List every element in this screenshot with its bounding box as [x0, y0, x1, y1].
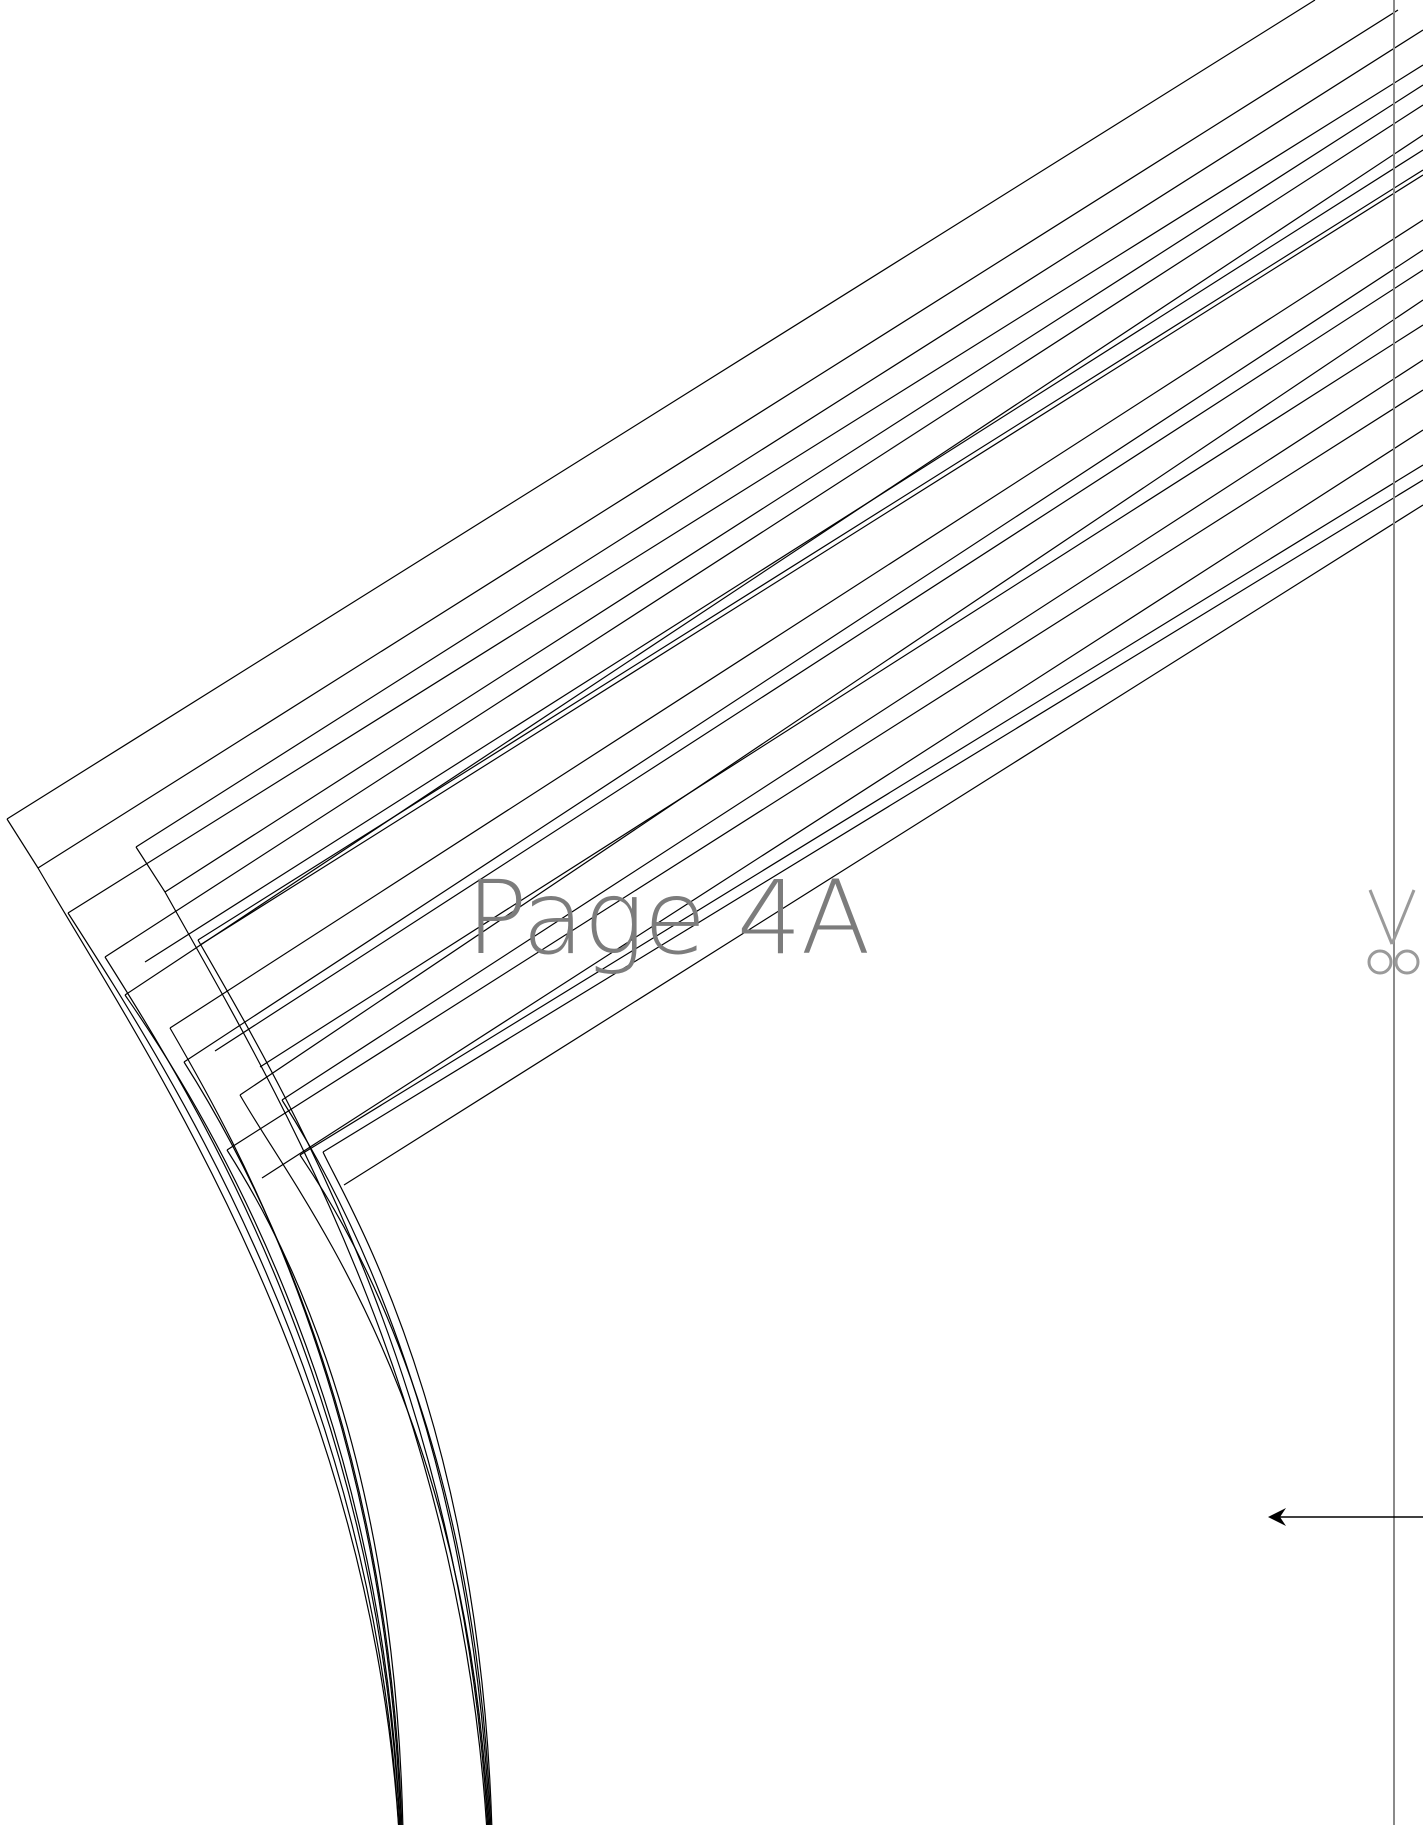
size-line-3	[67, 64, 1423, 914]
size-line-20	[322, 479, 1423, 1153]
underarm-curve-3	[104, 956, 401, 1825]
underarm-curve-11	[281, 1099, 491, 1825]
underarm-curve-4	[124, 994, 401, 1825]
underarm-curve-13	[322, 1151, 493, 1825]
size-line-15	[259, 324, 1423, 1068]
size-line-9	[197, 169, 1423, 941]
size-line-12	[183, 249, 1423, 1063]
underarm-curve-1	[37, 867, 400, 1825]
arrow-left-icon	[1268, 1508, 1423, 1526]
size-line-2	[37, 9, 1399, 869]
size-lines	[6, 0, 1423, 1825]
size-line-5	[124, 134, 1423, 996]
inner-edge-left	[135, 846, 166, 893]
size-line-8	[164, 84, 1423, 893]
size-line-13	[214, 269, 1423, 1052]
size-line-1	[6, 0, 1316, 820]
size-line-18	[261, 429, 1423, 1179]
underarm-curve-7	[226, 1149, 404, 1825]
underarm-curve-5	[169, 1027, 402, 1825]
size-line-7	[135, 29, 1423, 848]
underarm-curve-10	[239, 1094, 490, 1825]
size-line-16	[281, 359, 1423, 1101]
size-line-17	[226, 389, 1423, 1151]
underarm-curve-8	[164, 891, 488, 1825]
size-line-4	[104, 104, 1423, 958]
underarm-curve-6	[183, 1061, 403, 1825]
size-line-6	[144, 149, 1423, 963]
underarm-curve-12	[299, 1154, 492, 1825]
size-line-14	[239, 299, 1423, 1096]
size-line-19	[299, 464, 1423, 1156]
underarm-curve-2	[67, 912, 400, 1825]
size-line-11	[169, 219, 1423, 1029]
size-line-21	[343, 504, 1423, 1186]
page-label: Page 4A	[466, 859, 870, 978]
underarm-curve-9	[197, 939, 489, 1825]
outer-edge-left	[6, 818, 39, 869]
scissors-icon	[1367, 889, 1420, 975]
size-line-10	[199, 174, 1423, 946]
